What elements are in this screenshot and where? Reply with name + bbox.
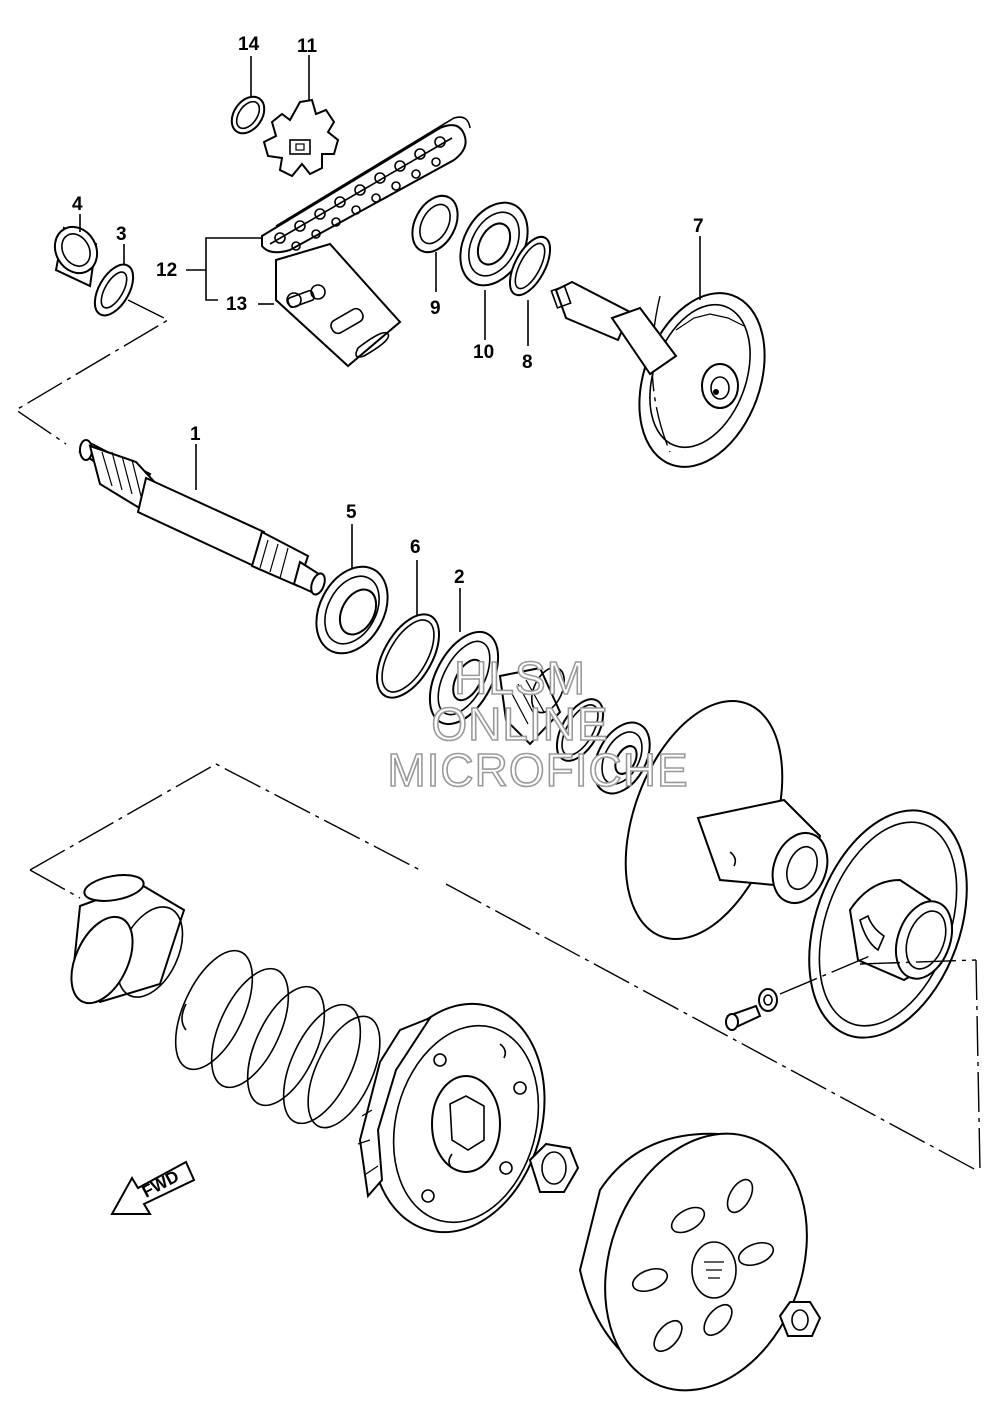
part-14-circlip[interactable]	[225, 91, 271, 140]
callout-10: 10	[473, 342, 494, 363]
part-7-countershaft-gear[interactable]	[550, 276, 787, 485]
part-1-drive-shaft[interactable]	[78, 439, 327, 596]
fwd-direction-arrow: FWD	[110, 1160, 196, 1215]
callout-7: 7	[693, 216, 704, 237]
driven-face-movable[interactable]	[780, 788, 996, 1059]
callout-9: 9	[430, 298, 441, 319]
alignment-line-lower-left	[29, 869, 81, 899]
spring-collar[interactable]	[59, 871, 196, 1013]
callout-bracket-12-13	[186, 237, 274, 305]
callout-11: 11	[297, 36, 318, 57]
part-2-bearing[interactable]	[416, 621, 512, 736]
callout-13: 13	[226, 294, 247, 315]
part-3-washer[interactable]	[87, 258, 141, 321]
clutch-housing[interactable]	[571, 1105, 842, 1410]
part-5-bearing[interactable]	[302, 554, 402, 665]
pin-roller[interactable]	[758, 988, 778, 1012]
part-9-oil-seal[interactable]	[403, 188, 466, 260]
callout-labels: 14 11 4 3 12 13 7 9 10 8 1 5 6 2	[72, 34, 704, 588]
spacer-collar[interactable]	[498, 662, 571, 746]
part-13-chain-joint[interactable]	[275, 242, 402, 368]
part-4-needle-bearing[interactable]	[47, 219, 106, 288]
flange-nut[interactable]	[778, 1301, 822, 1337]
watermark-line-1: HLSM	[454, 652, 586, 704]
callout-2: 2	[454, 567, 465, 588]
clutch-nut[interactable]	[528, 1142, 580, 1193]
watermark-line-3: MICROFICHE	[387, 744, 688, 796]
alignment-line-pin	[779, 955, 871, 995]
callout-4: 4	[72, 194, 83, 215]
part-12-drive-chain[interactable]	[261, 116, 471, 254]
watermark-line-2: ONLINE	[431, 698, 608, 750]
callout-6: 6	[410, 537, 421, 558]
part-6-circlip[interactable]	[364, 604, 452, 708]
alignment-line-upper	[14, 299, 170, 445]
callout-3: 3	[116, 224, 127, 245]
callout-8: 8	[522, 352, 533, 373]
part-11-sprocket[interactable]	[262, 98, 340, 178]
alignment-line-lower-top	[29, 763, 421, 871]
alignment-line-lower-main	[445, 883, 977, 1171]
part-8-washer[interactable]	[502, 231, 559, 302]
torque-spring[interactable]	[160, 939, 395, 1138]
clutch-shoe-assembly[interactable]	[347, 984, 569, 1252]
alignment-line-lower-edge	[975, 959, 981, 1171]
callout-5: 5	[346, 502, 357, 523]
driven-face-fixed[interactable]	[596, 680, 837, 961]
inner-circlip[interactable]	[547, 692, 612, 769]
watermark: HLSM ONLINE MICROFICHE	[387, 651, 689, 797]
callout-12: 12	[156, 260, 177, 281]
guide-pin[interactable]	[725, 1004, 762, 1031]
callout-1: 1	[190, 424, 201, 445]
inner-bearing[interactable]	[583, 713, 661, 803]
part-10-bearing[interactable]	[447, 191, 541, 297]
alignment-line-lower-right	[859, 959, 977, 965]
callout-14: 14	[238, 34, 260, 55]
